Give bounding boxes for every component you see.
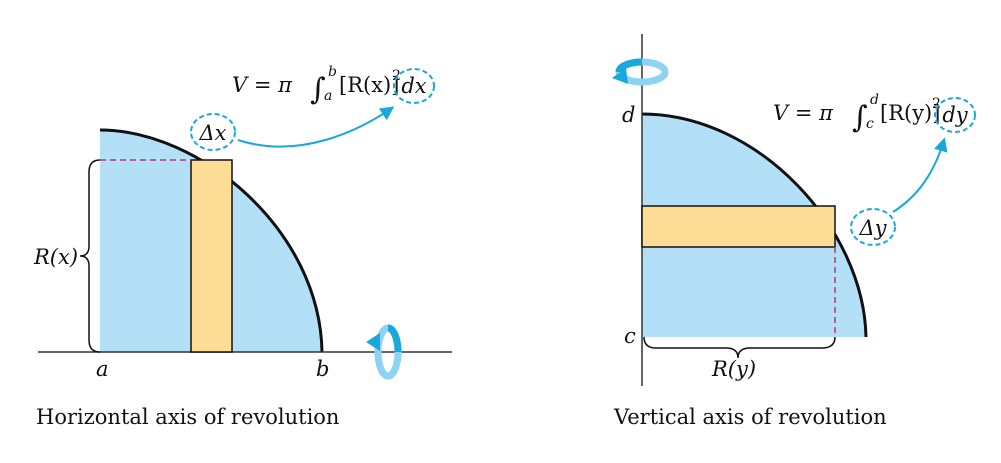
right-caption: Vertical axis of revolution bbox=[614, 405, 887, 429]
right-increment-arrow bbox=[892, 137, 948, 213]
left-caption: Horizontal axis of revolution bbox=[36, 405, 340, 429]
left-differential-circle bbox=[393, 68, 435, 104]
rotate-around-vertical-axis-icon bbox=[612, 58, 669, 86]
svg-text:V = π: V = π bbox=[773, 101, 834, 125]
right-axis-top-label: d bbox=[622, 103, 635, 127]
left-axis-end-label: b bbox=[316, 357, 329, 381]
right-axis-bottom-label: c bbox=[624, 324, 636, 348]
right-strip bbox=[641, 205, 836, 248]
right-curve bbox=[641, 112, 868, 338]
left-strip bbox=[190, 159, 233, 353]
right-formula-differential: dy bbox=[942, 103, 968, 127]
right-formula-integrand: [R(y)] bbox=[880, 101, 940, 125]
right-formula-lower-limit: c bbox=[866, 116, 874, 132]
right-volume-formula: V = π ∫ d c [R(y)] 2 dy bbox=[773, 92, 976, 135]
left-increment-circle bbox=[190, 113, 236, 151]
left-increment-arrow bbox=[237, 106, 395, 148]
svg-text:V = π: V = π bbox=[232, 73, 293, 97]
left-formula-prefix: V = π bbox=[232, 73, 293, 97]
right-radius-brace bbox=[643, 336, 836, 359]
right-differential-circle bbox=[934, 97, 976, 133]
left-formula-differential: dx bbox=[401, 74, 426, 98]
left-formula-integrand: [R(x)] bbox=[339, 73, 399, 97]
right-formula-upper-limit: d bbox=[870, 92, 879, 108]
right-panel: R(y) d c Δy V = π ∫ d c [R(y)] 2 dy bbox=[612, 34, 976, 386]
right-increment-label: Δy bbox=[858, 216, 887, 240]
left-volume-formula: V = π ∫ b a [R(x)] 2 dx bbox=[232, 64, 435, 107]
left-curve bbox=[99, 128, 324, 353]
right-radius-label: R(y) bbox=[711, 357, 756, 381]
right-integral-sign: ∫ bbox=[852, 100, 868, 135]
left-formula-upper-limit: b bbox=[328, 64, 337, 80]
left-formula-power: 2 bbox=[392, 68, 401, 84]
left-radius-label: R(x) bbox=[33, 245, 78, 269]
right-formula-power: 2 bbox=[932, 96, 941, 112]
left-formula-lower-limit: a bbox=[324, 88, 332, 104]
left-integral-sign: ∫ bbox=[310, 72, 326, 107]
right-formula-prefix: V = π bbox=[773, 101, 834, 125]
left-increment-label: Δx bbox=[198, 121, 226, 145]
left-axis-start-label: a bbox=[96, 357, 109, 381]
left-panel: R(x) a b Δx V = π ∫ b a [R(x)] 2 dx bbox=[33, 64, 452, 381]
right-increment-circle bbox=[850, 208, 896, 246]
left-radius-brace bbox=[79, 159, 101, 353]
rotate-around-horizontal-axis-icon bbox=[366, 324, 402, 380]
